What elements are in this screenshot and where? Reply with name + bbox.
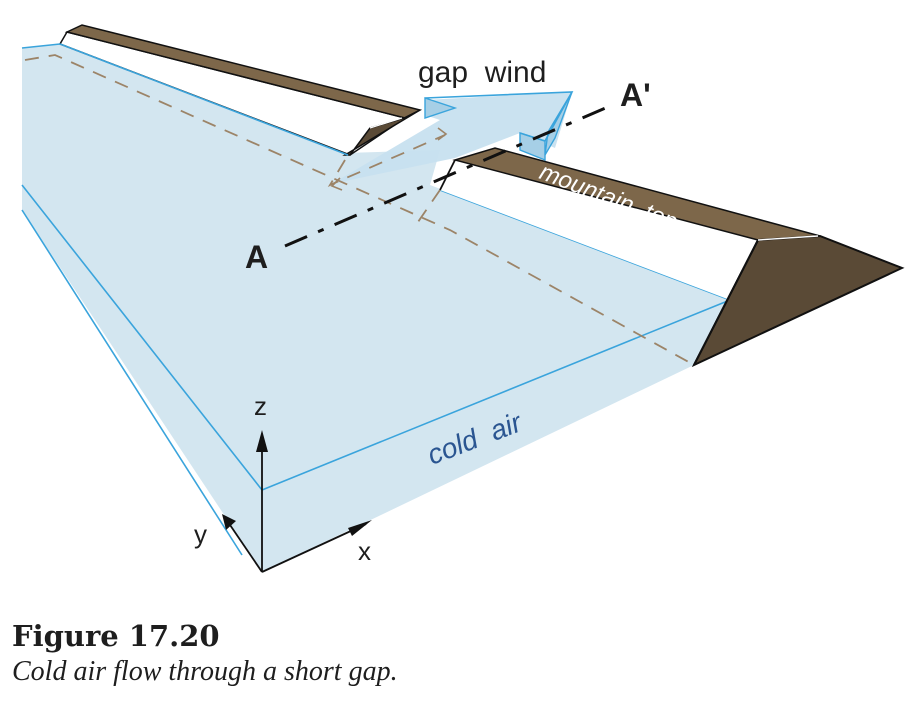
- axis-x-label: x: [358, 536, 371, 566]
- hidden-arrow-tail: [330, 177, 343, 191]
- figure-caption: Figure 17.20 Cold air flow through a sho…: [12, 618, 398, 690]
- axis-z-label: z: [254, 391, 267, 421]
- back-ridge-edge-highlight: [369, 117, 403, 129]
- front-ridge-end-edge: [693, 239, 759, 366]
- coordinate-axes: [222, 430, 372, 573]
- section-line-a-a-prime: [284, 104, 611, 248]
- cold-air-top-surface: [22, 44, 730, 490]
- a-prime-label: A': [620, 77, 651, 113]
- front-ridge-edge-highlight: [757, 235, 819, 241]
- front-ridge-face: [440, 160, 758, 300]
- hidden-arrow-tip: [437, 127, 448, 141]
- figure-number: Figure 17.20: [12, 619, 220, 653]
- figure-description: Cold air flow through a short gap.: [12, 656, 398, 687]
- gap-wind-label: gap wind: [418, 56, 546, 89]
- cold-air-side-face: [22, 185, 730, 572]
- a-label: A: [245, 239, 268, 275]
- axis-y-label: y: [194, 519, 207, 549]
- hidden-ridge-base-lines: [24, 54, 695, 366]
- gap-wind-diagram: gap wind A' A mountain top cold air z y …: [21, 24, 905, 573]
- gap-wind-arrow: [330, 91, 574, 185]
